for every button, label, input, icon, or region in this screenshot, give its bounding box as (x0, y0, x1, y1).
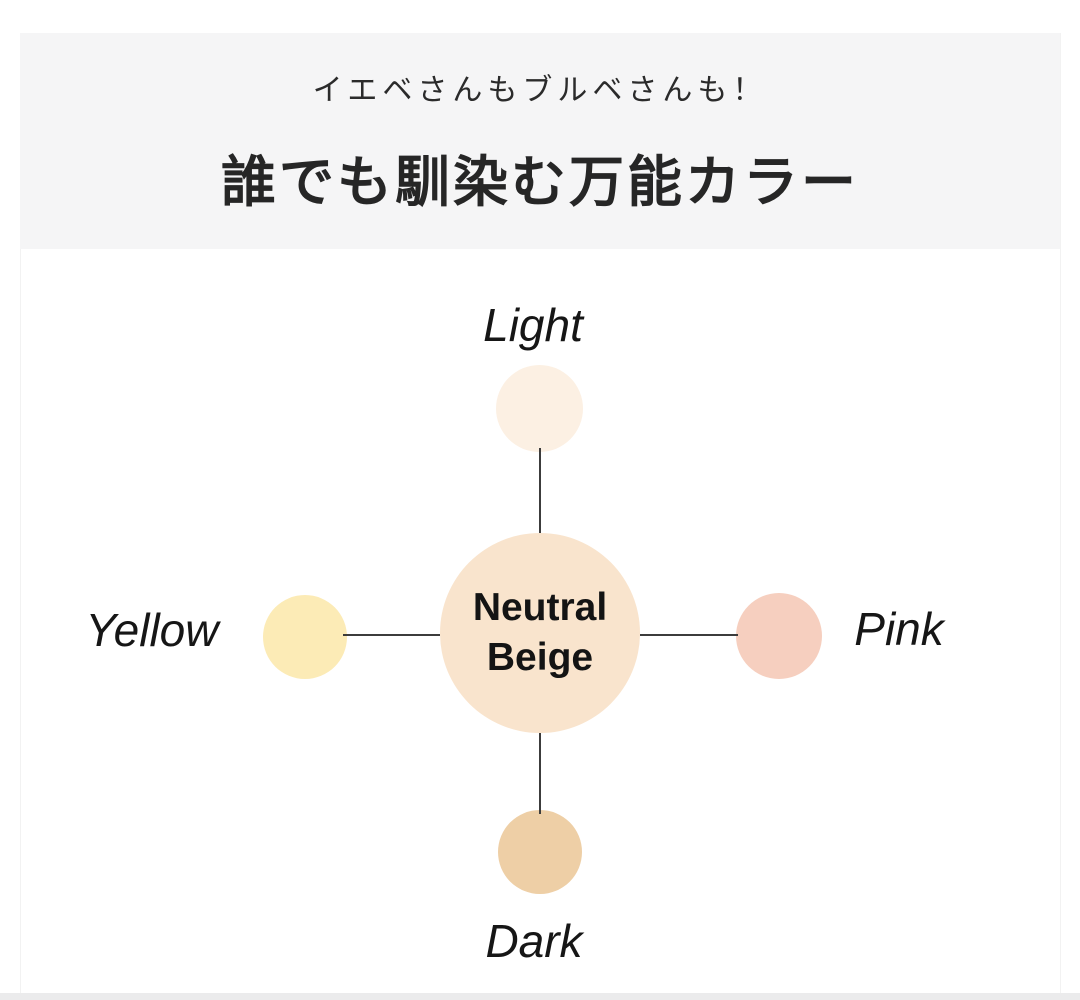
connector-line-top (539, 448, 541, 533)
connector-line-bottom (539, 733, 541, 814)
swatch-dark (498, 810, 582, 894)
header-panel: イエベさんもブルベさんも！ 誰でも馴染む万能カラー (20, 33, 1060, 249)
swatch-pink (736, 593, 822, 679)
connector-line-right (640, 634, 738, 636)
node-label-pink: Pink (854, 603, 944, 655)
connector-line-left (343, 634, 440, 636)
swatch-yellow (263, 595, 347, 679)
swatch-light (496, 365, 583, 452)
center-node-label-line1: Neutral (472, 586, 608, 629)
header-title: 誰でも馴染む万能カラー (220, 151, 859, 213)
header-subtitle: イエベさんもブルベさんも！ (312, 74, 768, 107)
center-node-label-line2: Beige (486, 636, 594, 679)
node-label-yellow: Yellow (85, 604, 219, 656)
node-label-light: Light (483, 299, 583, 351)
bottom-divider (0, 993, 1080, 1000)
center-node-neutral-beige: Neutral Beige (440, 533, 640, 733)
node-label-dark: Dark (485, 915, 583, 967)
